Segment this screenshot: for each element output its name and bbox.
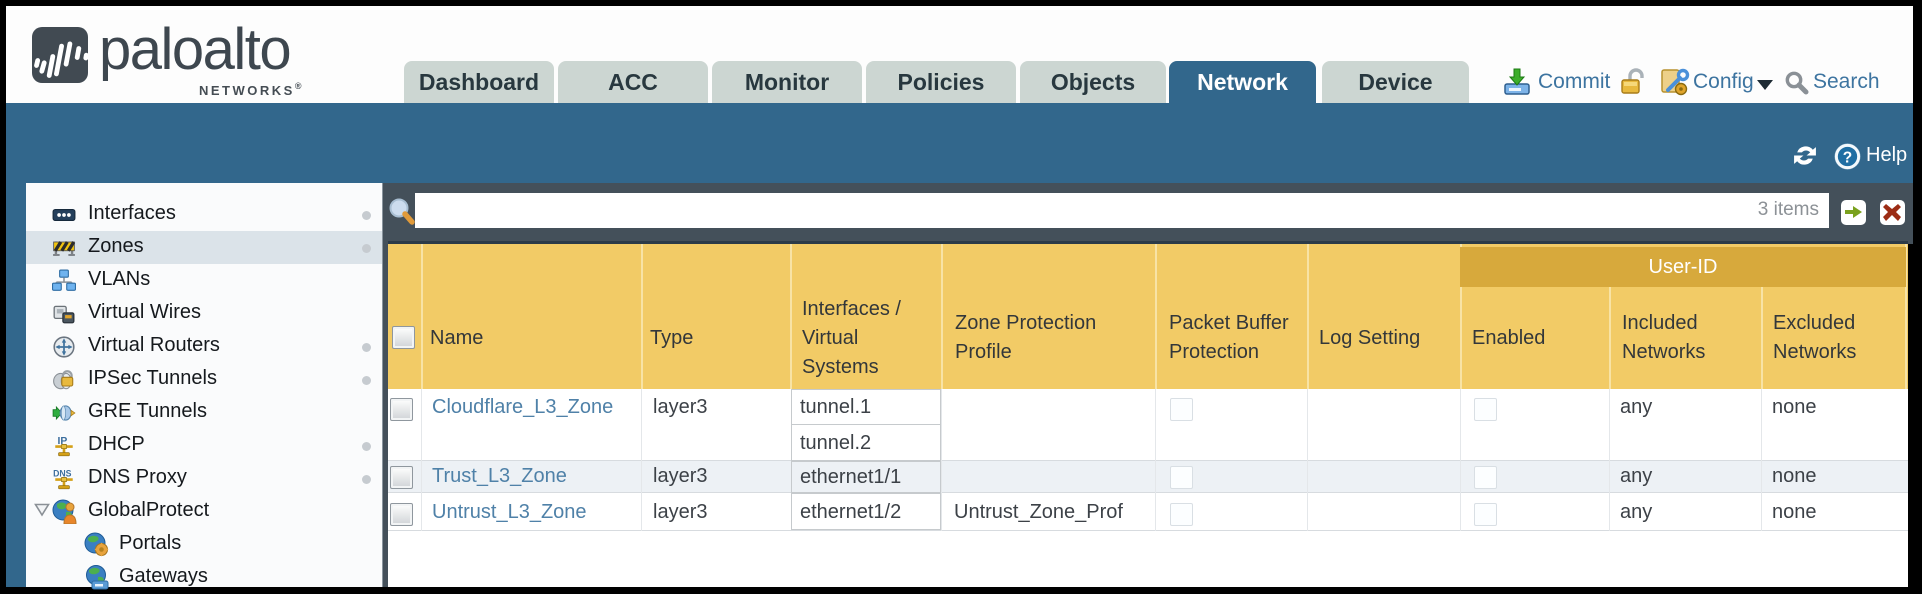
svg-text:DNS: DNS bbox=[53, 468, 72, 478]
svg-text:?: ? bbox=[1843, 149, 1852, 166]
svg-text:IP: IP bbox=[57, 436, 67, 447]
